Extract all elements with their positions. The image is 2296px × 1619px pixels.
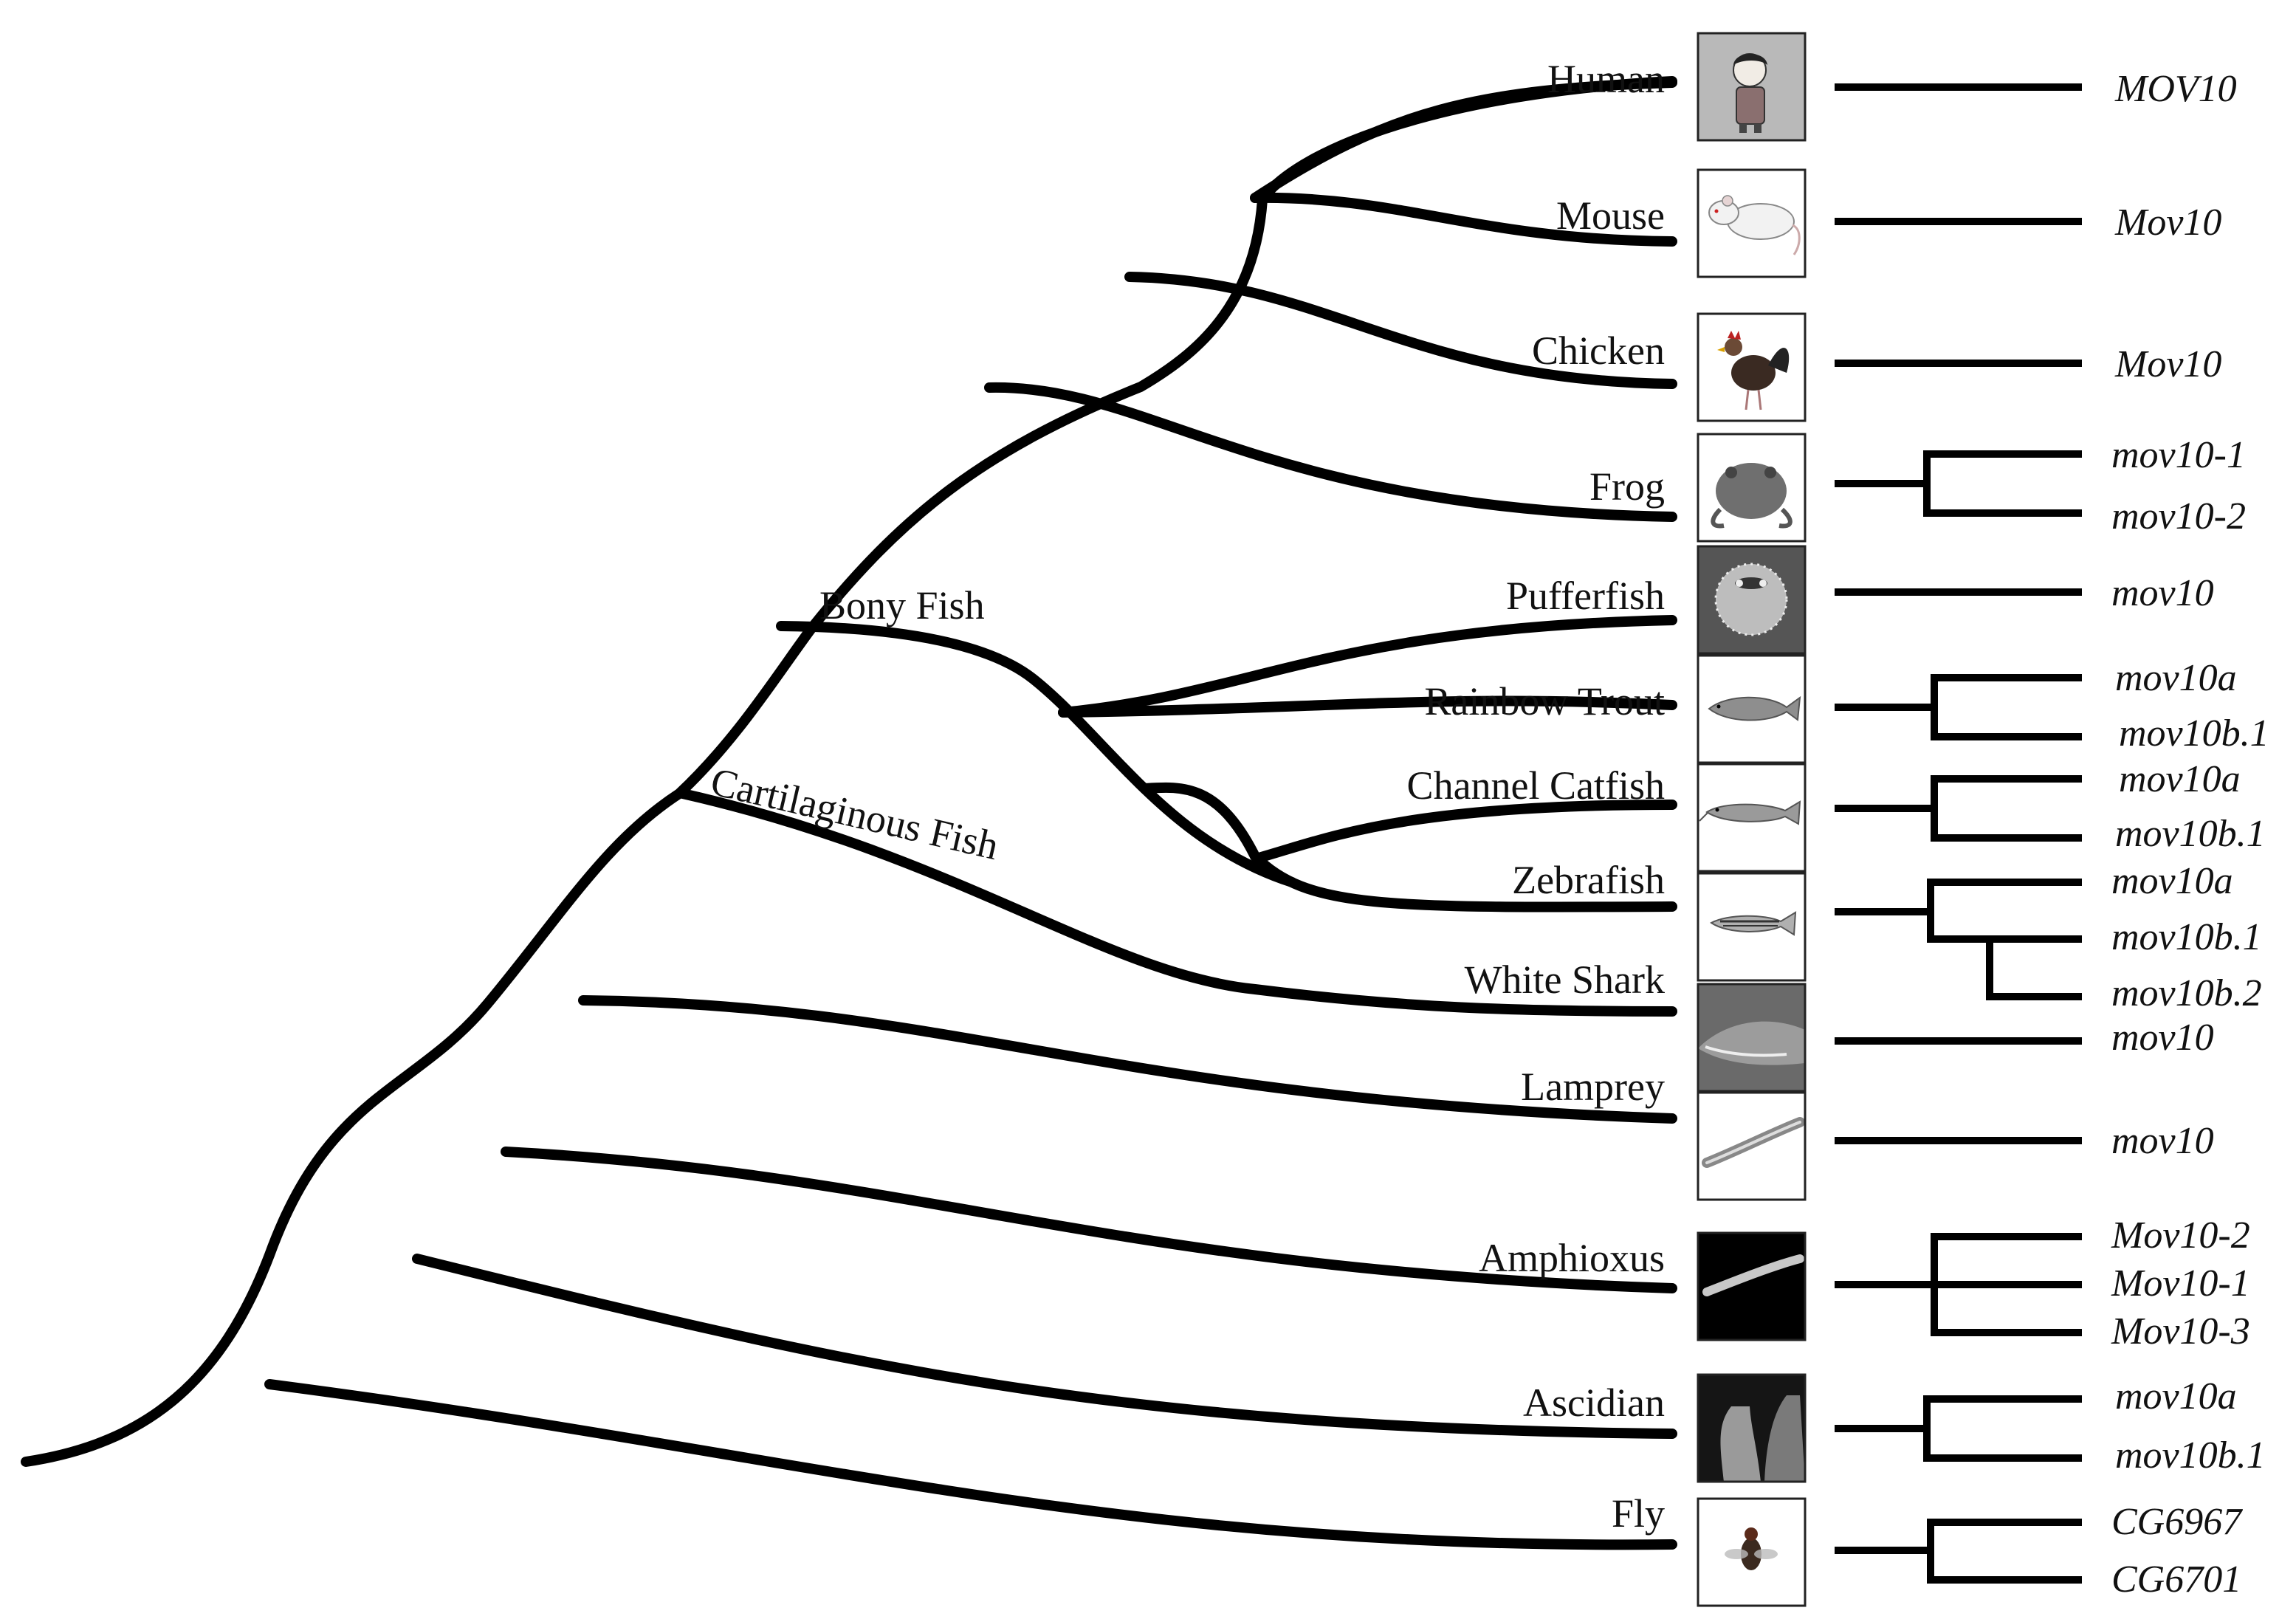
species-label-ascidian: Ascidian xyxy=(1523,1381,1665,1425)
gene-label: mov10-2 xyxy=(2111,495,2246,537)
gene-label: CG6967 xyxy=(2111,1501,2243,1543)
species-label-fly: Fly xyxy=(1612,1491,1665,1536)
gene-label: mov10a xyxy=(2115,1375,2237,1417)
gene-label: mov10 xyxy=(2111,1017,2214,1059)
branch-rainbow-trout xyxy=(1058,695,1677,718)
gene-label: mov10b.1 xyxy=(2115,1434,2266,1477)
branch-frog xyxy=(984,382,1677,522)
gene-trees xyxy=(1835,83,2082,1584)
gene-labels: MOV10 Mov10 Mov10 mov10-1 mov10-2 mov10 … xyxy=(2111,68,2269,1601)
gene-label: mov10b.1 xyxy=(2115,813,2266,855)
species-label-chicken: Chicken xyxy=(1532,329,1665,373)
shark-icon xyxy=(1697,983,1807,1093)
branch-bony-fish-stem xyxy=(776,621,1297,887)
branch-pufferfish xyxy=(1058,615,1677,718)
mouse-icon xyxy=(1697,168,1807,278)
branch-catfish-zebra-node xyxy=(1139,782,1260,862)
species-label-amphioxus: Amphioxus xyxy=(1479,1236,1665,1280)
amphioxus-icon xyxy=(1697,1231,1807,1341)
branch-mouse xyxy=(1250,192,1677,247)
species-label-channel-catfish: Channel Catfish xyxy=(1407,763,1665,808)
gene-tree-fly xyxy=(1835,1519,2082,1584)
clade-label-bony-fish: Bony Fish xyxy=(819,583,985,628)
species-label-white-shark: White Shark xyxy=(1465,958,1665,1002)
gene-label: mov10 xyxy=(2111,1120,2214,1162)
gene-label: mov10-1 xyxy=(2111,434,2246,476)
branch-fly xyxy=(264,1379,1677,1550)
branch-white-shark xyxy=(678,788,1677,1017)
ascidian-icon xyxy=(1697,1373,1807,1483)
gene-label: mov10b.2 xyxy=(2111,972,2262,1014)
species-labels: Human Mouse Chicken Frog Pufferfish Rain… xyxy=(1407,57,1665,1536)
branch-chicken xyxy=(1124,272,1677,389)
human-icon xyxy=(1697,32,1807,142)
gene-label: CG6701 xyxy=(2111,1558,2241,1601)
branch-zebrafish xyxy=(1250,851,1677,912)
species-label-zebrafish: Zebrafish xyxy=(1512,858,1665,902)
organism-images xyxy=(1697,32,1807,1607)
gene-label: Mov10-1 xyxy=(2111,1262,2250,1305)
gene-label: Mov10 xyxy=(2114,343,2221,385)
gene-label: mov10a xyxy=(2111,860,2233,902)
trout-icon xyxy=(1697,654,1807,764)
species-label-pufferfish: Pufferfish xyxy=(1506,574,1665,618)
branch-ascidian xyxy=(412,1254,1677,1439)
gene-label: mov10a xyxy=(2115,657,2237,699)
branch-lamprey xyxy=(578,995,1677,1124)
fly-icon xyxy=(1697,1497,1807,1607)
gene-tree-frog xyxy=(1835,450,2082,517)
species-label-frog: Frog xyxy=(1589,464,1665,509)
species-label-lamprey: Lamprey xyxy=(1521,1065,1665,1109)
gene-tree-rainbow-trout xyxy=(1835,674,2082,740)
gene-label: Mov10-3 xyxy=(2111,1310,2250,1352)
frog-icon xyxy=(1697,433,1807,543)
gene-label: Mov10 xyxy=(2114,202,2221,244)
gene-label: MOV10 xyxy=(2114,68,2237,110)
species-label-mouse: Mouse xyxy=(1556,193,1665,238)
gene-tree-zebrafish xyxy=(1835,879,2082,1000)
species-label-rainbow-trout: Rainbow Trout xyxy=(1424,679,1665,723)
species-tree xyxy=(21,76,1677,1550)
zebrafish-icon xyxy=(1697,872,1807,982)
branch-human xyxy=(1250,78,1677,203)
branch-channel-catfish xyxy=(1254,800,1677,863)
gene-label: mov10b.1 xyxy=(2111,916,2262,958)
rooster-icon xyxy=(1697,312,1807,422)
branch-amphioxus xyxy=(501,1147,1677,1293)
gene-tree-amphioxus xyxy=(1835,1233,2082,1336)
catfish-icon xyxy=(1697,763,1807,873)
gene-tree-channel-catfish xyxy=(1835,775,2082,842)
gene-tree-ascidian xyxy=(1835,1395,2082,1462)
lamprey-icon xyxy=(1697,1091,1807,1201)
gene-label: mov10b.1 xyxy=(2119,712,2269,754)
pufferfish-icon xyxy=(1697,545,1807,655)
gene-label: mov10 xyxy=(2111,572,2214,614)
gene-label: mov10a xyxy=(2119,758,2241,800)
gene-label: Mov10-2 xyxy=(2111,1214,2250,1257)
species-label-human: Human xyxy=(1547,57,1665,101)
